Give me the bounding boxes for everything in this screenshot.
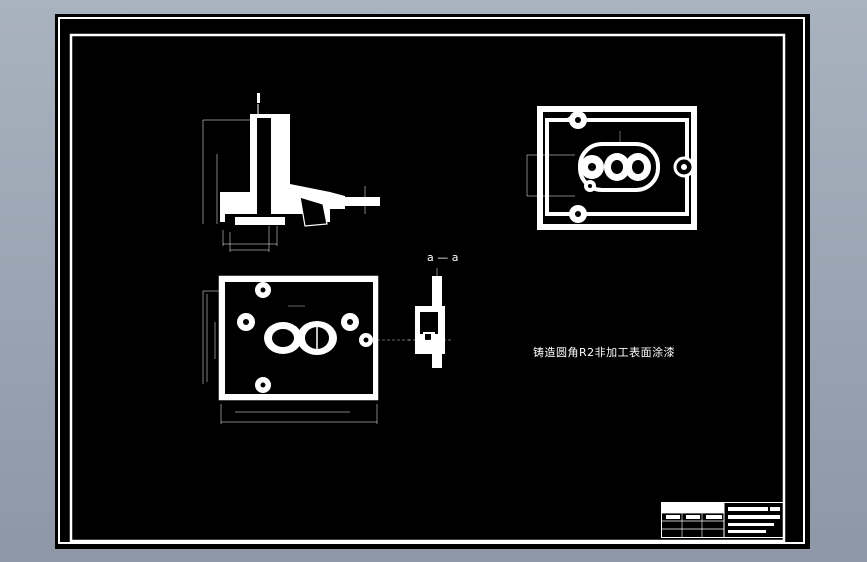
outer-border [58, 17, 805, 544]
drawing-sheet: a — a 铸造圆角R2非加工表面涂漆 [55, 14, 810, 549]
technical-note: 铸造圆角R2非加工表面涂漆 [533, 346, 676, 359]
section-label: a — a [427, 251, 459, 264]
front-view [202, 93, 380, 252]
plan-view [202, 275, 410, 424]
cad-linework [58, 17, 805, 544]
bottom-view [526, 106, 697, 230]
section-view [408, 268, 451, 368]
title-block-grid [662, 503, 780, 537]
title-block [661, 502, 785, 538]
inner-border [69, 33, 786, 543]
